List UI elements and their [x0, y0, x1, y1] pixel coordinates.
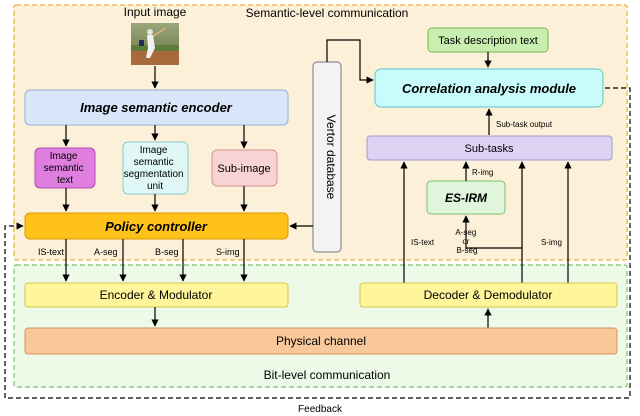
input-image-photo	[131, 23, 179, 65]
bit-region-label: Bit-level communication	[264, 368, 391, 382]
s-img-right-label: S-img	[541, 238, 562, 247]
policy-controller-box	[24, 212, 289, 240]
encoder-modulator-label: Encoder & Modulator	[100, 288, 213, 302]
image-semantic-text-box	[34, 147, 96, 189]
arrow-seg-to-esirm	[462, 215, 523, 283]
arrow-vdb-to-cam	[326, 39, 374, 84]
task-description-label: Task description text	[438, 35, 538, 47]
is-text-left-label: IS-text	[38, 247, 65, 257]
correlation-analysis-box	[374, 68, 604, 108]
a-seg-left-label: A-seg	[94, 247, 118, 257]
physical-channel-box	[24, 327, 618, 355]
decoder-demodulator-label: Decoder & Demodulator	[424, 288, 553, 302]
subtask-output-label: Sub-task output	[496, 120, 553, 129]
image-semantic-text-label: Image semantic text	[44, 151, 87, 186]
is-text-right-label: IS-text	[411, 238, 435, 247]
aseg-or-bseg-label: A-seg or B-seg	[455, 228, 478, 255]
es-irm-label: ES-IRM	[445, 191, 488, 205]
sub-tasks-label: Sub-tasks	[465, 143, 514, 155]
semantic-region-label: Semantic-level communication	[246, 6, 409, 20]
correlation-analysis-label: Correlation analysis module	[402, 81, 576, 96]
s-img-left-label: S-img	[216, 247, 240, 257]
sub-image-label: Sub-image	[217, 163, 270, 175]
physical-channel-label: Physical channel	[276, 334, 366, 348]
segmentation-unit-label: Image semantic segmentation unit	[124, 145, 187, 192]
sub-tasks-box	[366, 135, 613, 161]
feedback-loop	[4, 87, 631, 399]
encoder-modulator-box	[24, 282, 289, 308]
input-image-label: Input image	[124, 5, 187, 19]
vector-database-label: Vertor database	[324, 115, 338, 200]
b-seg-left-label: B-seg	[155, 247, 179, 257]
image-semantic-encoder-label: Image semantic encoder	[80, 100, 233, 115]
r-img-label: R-img	[472, 168, 493, 177]
feedback-label: Feedback	[298, 404, 343, 415]
image-semantic-encoder-box	[24, 89, 289, 126]
decoder-demodulator-box	[359, 282, 618, 308]
policy-controller-label: Policy controller	[105, 219, 208, 234]
